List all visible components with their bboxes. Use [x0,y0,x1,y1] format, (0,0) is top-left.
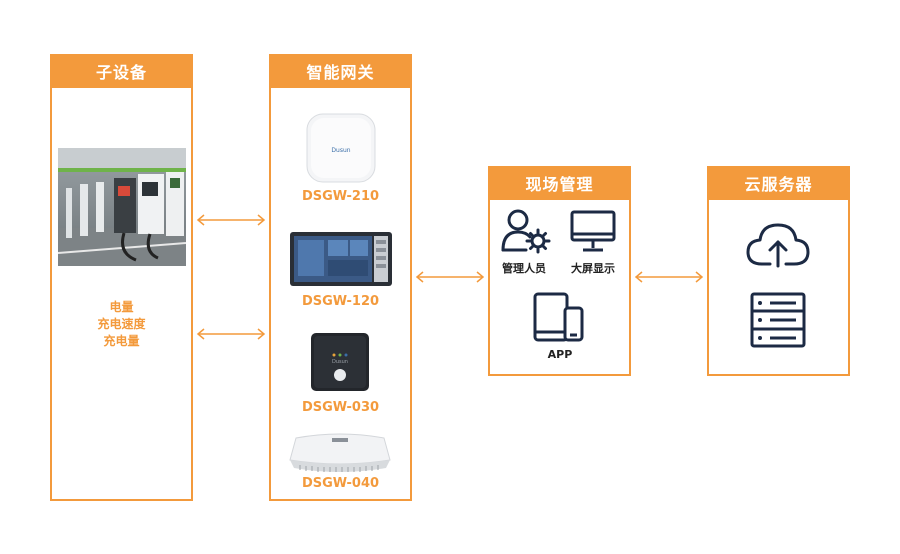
arrow-site-cloud [634,271,704,283]
manager-label: 管理人员 [502,262,546,275]
sub-devices-panel: 子设备 [50,54,193,501]
gateway-device-210: Dusun [306,113,376,183]
model-label-040: DSGW-040 [301,476,380,491]
app-label: APP [547,348,573,361]
model-label-120: DSGW-120 [301,294,380,309]
sub-devices-header: 子设备 [50,54,193,88]
arrow-sub-gw-top [196,214,266,226]
arrow-sub-gw-bottom [196,328,266,340]
svg-text:Dusun: Dusun [331,147,350,154]
model-label-030: DSGW-030 [301,400,380,415]
big-screen-label: 大屏显示 [571,262,615,275]
site-management-header: 现场管理 [488,166,631,200]
gateway-header: 智能网关 [269,54,412,88]
metric-power: 电量 [109,300,134,314]
manager-gear-icon [501,209,551,254]
metric-charging-speed: 充电速度 [97,317,146,331]
gateway-device-040 [289,433,391,472]
tablet-phone-icon [533,292,584,342]
model-label-210: DSGW-210 [301,189,380,204]
cloud-upload-icon [746,223,810,268]
svg-text:Dusun: Dusun [332,359,348,365]
gateway-device-030: Dusun [311,333,369,391]
cloud-server-header: 云服务器 [707,166,850,200]
cloud-server-panel: 云服务器 [707,166,850,376]
gateway-device-120 [290,232,392,286]
arrow-gw-site [415,271,485,283]
monitor-icon [570,210,616,252]
site-management-panel: 现场管理 [488,166,631,376]
metric-charge-amount: 充电量 [103,334,140,348]
charging-station-photo [58,148,186,266]
server-rack-icon [750,292,806,348]
